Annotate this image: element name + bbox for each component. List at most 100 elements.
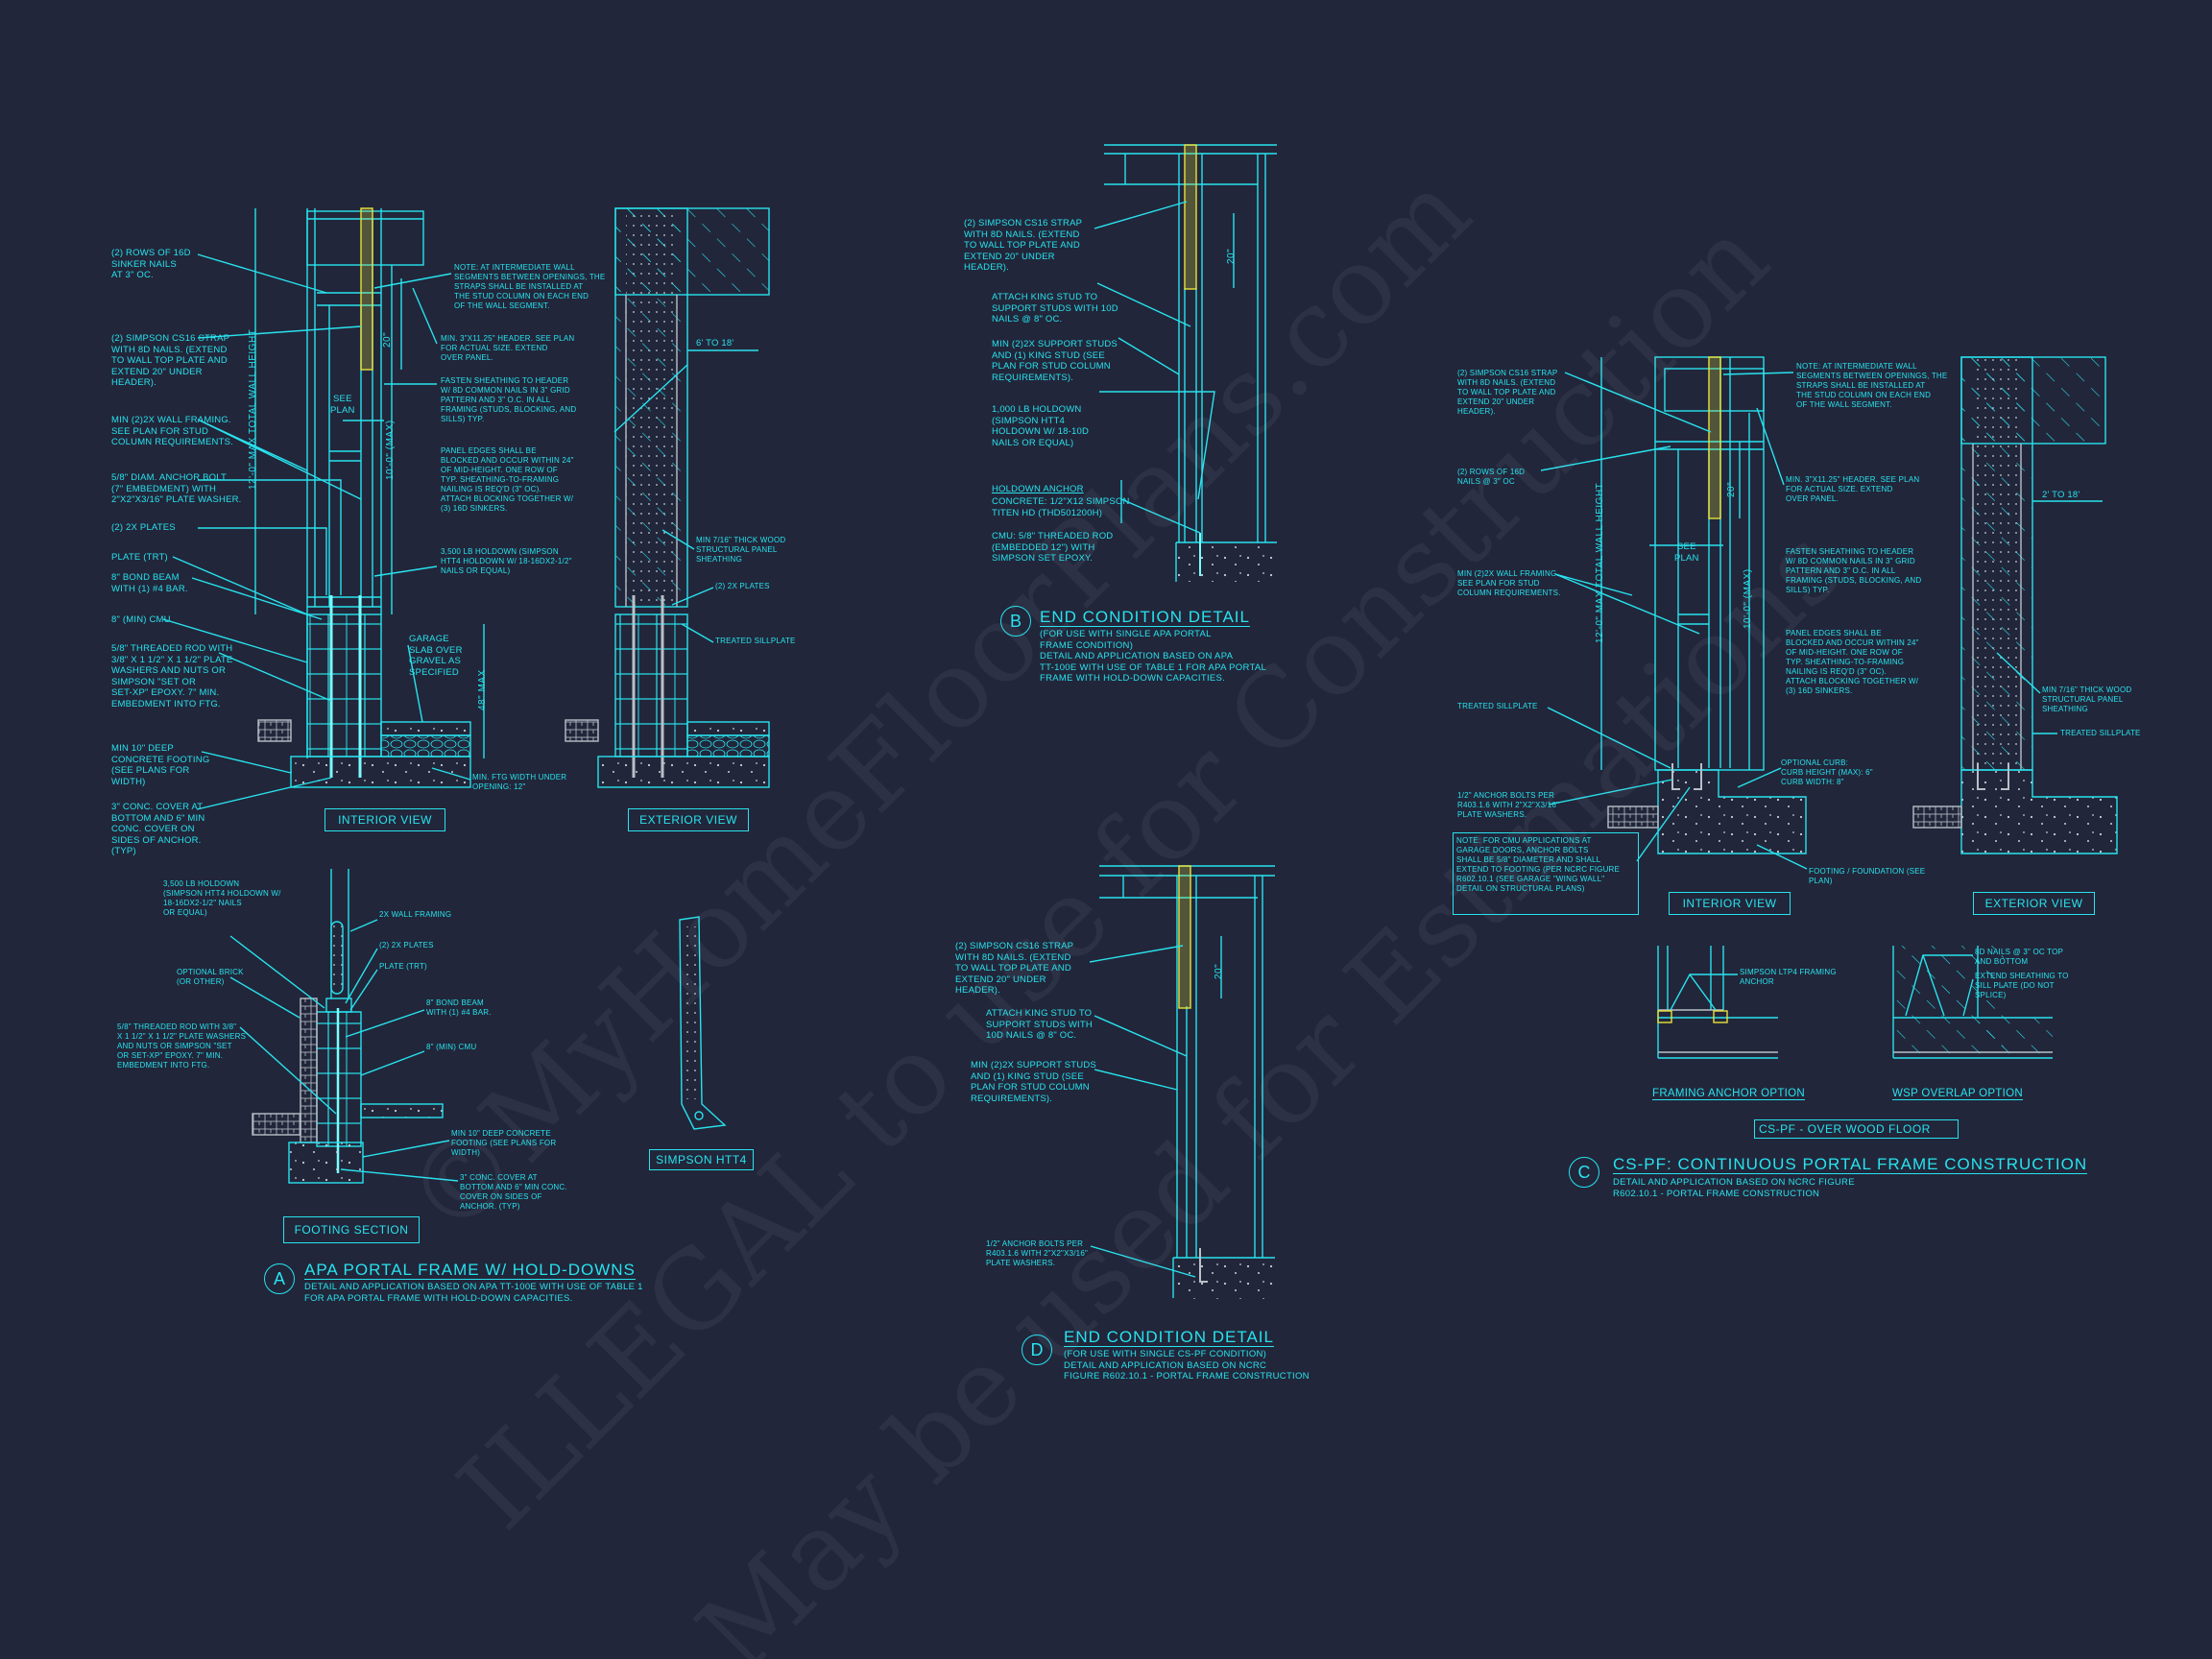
c-note-footing: FOOTING / FOUNDATION (SEE PLAN) (1809, 867, 1926, 885)
note-fasten-sheathing: FASTEN SHEATHING TO HEADER W/ 8d COMMON … (441, 376, 577, 423)
note-cmu: 8" (MIN) CMU (111, 614, 171, 625)
fs-note-holdown: 3,500 LB HOLDOWN (SIMPSON HTT4 HOLDOWN W… (163, 879, 281, 917)
d-note-support-studs: MIN (2)2X SUPPORT STUDS AND (1) KING STU… (971, 1060, 1096, 1104)
c-cmu-note: NOTE: FOR CMU APPLICATIONS AT GARAGE DOO… (1453, 832, 1639, 915)
detail-c-marker: C (1569, 1157, 1599, 1188)
note-garage-slab: GARAGE SLAB OVER GRAVEL AS SPECIFIED (409, 634, 463, 678)
b-note-cs16-strap: (2) SIMPSON CS16 STRAP WITH 8d NAILS. (E… (964, 218, 1083, 274)
note-holdown: 3,500 LB HOLDOWN (SIMPSON HTT4 HOLDOWN W… (441, 547, 572, 575)
detail-d-drawing (1089, 865, 1275, 1299)
c-note-wall-framing: MIN (2)2X WALL FRAMING. SEE PLAN FOR STU… (1457, 569, 1561, 597)
note-concrete-cover: 3" CONC. COVER AT BOTTOM AND 6" MIN CONC… (111, 802, 205, 857)
fs-note-threaded-rod: 5/8" THREADED ROD WITH 3/8" x 1 1/2" x 1… (117, 1022, 247, 1070)
simpson-htt4-drawing (679, 916, 727, 1130)
note-header: MIN. 3"x11.25" HEADER. SEE PLAN FOR ACTU… (441, 334, 575, 362)
detail-d-marker: D (1022, 1334, 1052, 1365)
c-note-panel-edges: PANEL EDGES SHALL BE BLOCKED AND OCCUR W… (1786, 629, 1919, 695)
note-panel-edges: PANEL EDGES SHALL BE BLOCKED AND OCCUR W… (441, 446, 574, 513)
b-note-king-stud: ATTACH KING STUD TO SUPPORT STUDS WITH 1… (992, 292, 1118, 325)
note-intermediate-wall: NOTE: AT INTERMEDIATE WALL SEGMENTS BETW… (454, 263, 606, 310)
note-sinker-nails: (2) ROWS OF 16d SINKER NAILS AT 3" OC. (111, 248, 191, 281)
b-note-holdown: 1,000 LB HOLDOWN (SIMPSON HTT4 HOLDOWN W… (992, 404, 1090, 448)
dim-strap: 20" (382, 331, 393, 348)
c-note-rows-16d: (2) ROWS OF 16d NAILS @ 3" OC (1457, 468, 1526, 486)
fs-note-optional-brick: OPTIONAL BRICK (OR OTHER) (177, 968, 244, 986)
dim-6-to-18: 6' TO 18' (696, 338, 734, 349)
dim-48-max: 48" MAX (477, 669, 488, 710)
exterior-view-label: EXTERIOR VIEW (628, 808, 749, 831)
b-dim-strap: 20" (1226, 248, 1237, 264)
detail-a-exterior-drawing (565, 207, 770, 788)
note-threaded-rod: 5/8" THREADED ROD WITH 3/8" x 1 1/2" x 1… (111, 643, 233, 709)
fs-note-plate-trt: PLATE (TRT) (379, 962, 427, 971)
note-extend-sheathing: EXTEND SHEATHING TO SILL PLATE (DO NOT S… (1975, 972, 2069, 999)
b-note-support-studs: MIN (2)2X SUPPORT STUDS AND (1) KING STU… (992, 339, 1118, 383)
wsp-overlap-option-label: WSP OVERLAP OPTION (1892, 1088, 2023, 1100)
c-exterior-view-label: EXTERIOR VIEW (1973, 892, 2095, 915)
d-note-cs16-strap: (2) SIMPSON CS16 STRAP WITH 8d NAILS. (E… (955, 941, 1074, 997)
fs-note-cmu: 8" (MIN) CMU (426, 1043, 477, 1051)
c-note-treated-sillplate: TREATED SILLPLATE (1457, 702, 1538, 710)
detail-d-description: (FOR USE WITH SINGLE CS-PF CONDITION) DE… (1064, 1349, 1310, 1382)
footing-section-drawing (229, 869, 459, 1184)
simpson-htt4-label: SIMPSON HTT4 (649, 1149, 754, 1170)
note-2x-plates: (2) 2x PLATES (111, 522, 176, 533)
detail-b-description: (FOR USE WITH SINGLE APA PORTAL FRAME CO… (1040, 629, 1267, 685)
c-note-cs16-strap: (2) SIMPSON CS16 STRAP WITH 8d NAILS. (E… (1457, 369, 1558, 416)
b-note-cmu-rod: CMU: 5/8" THREADED ROD (EMBEDDED 12") WI… (992, 531, 1114, 565)
note-ext-2x-plates: (2) 2x PLATES (715, 582, 770, 590)
c-note-fasten-sheathing: FASTEN SHEATHING TO HEADER W/ 8d COMMON … (1786, 547, 1922, 594)
note-bond-beam: 8" BOND BEAM WITH (1) #4 BAR. (111, 572, 188, 594)
d-note-anchor-bolts: 1/2" ANCHOR BOLTS PER R403.1.6 WITH 2"x2… (986, 1239, 1089, 1267)
b-holdown-anchor-heading: HOLDOWN ANCHOR (992, 484, 1084, 494)
interior-view-label: INTERIOR VIEW (325, 808, 445, 831)
c-dim-wall-height: 10'-0" (MAX) (1743, 568, 1753, 629)
c-interior-view-label: INTERIOR VIEW (1669, 892, 1791, 915)
note-plate-trt: PLATE (TRT) (111, 552, 168, 563)
dim-total-wall-height: 12'-0" MAX TOTAL WALL HEIGHT (248, 328, 258, 490)
note-treated-sillplate: TREATED SILLPLATE (715, 637, 796, 645)
c-dim-strap: 20" (1726, 481, 1737, 497)
detail-b-title: END CONDITION DETAIL (1040, 608, 1250, 627)
note-wood-sheathing: MIN 7/16" THICK WOOD STRUCTURAL PANEL SH… (696, 536, 786, 564)
over-wood-floor-label: CS-PF - OVER WOOD FLOOR (1754, 1119, 1959, 1139)
d-dim-strap: 20" (1214, 963, 1224, 979)
c-note-ext-sillplate: TREATED SILLPLATE (2060, 729, 2141, 737)
detail-b-drawing (1094, 144, 1277, 582)
footing-section-label: FOOTING SECTION (283, 1216, 420, 1243)
note-concrete-footing: MIN 10" DEEP CONCRETE FOOTING (SEE PLANS… (111, 743, 210, 787)
wsp-overlap-option-drawing (1892, 946, 2053, 1059)
c-dim-total-wall-height: 12'-0" MAX TOTAL WALL HEIGHT (1595, 482, 1605, 643)
detail-c-title: CS-PF: CONTINUOUS PORTAL FRAME CONSTRUCT… (1613, 1155, 2088, 1174)
fs-note-footing: MIN 10" DEEP CONCRETE FOOTING (SEE PLANS… (451, 1129, 557, 1157)
detail-a-marker: A (264, 1263, 295, 1294)
framing-anchor-option-label: FRAMING ANCHOR OPTION (1652, 1088, 1806, 1100)
fs-note-wall-framing: 2X WALL FRAMING (379, 910, 452, 919)
d-note-king-stud: ATTACH KING STUD TO SUPPORT STUDS WITH 1… (986, 1008, 1093, 1042)
c-note-intermediate-wall: NOTE: AT INTERMEDIATE WALL SEGMENTS BETW… (1796, 362, 1948, 409)
note-min-ftg-width: MIN. FTG WIDTH UNDER OPENING: 12" (472, 773, 567, 791)
c-dim-2-to-18: 2' TO 18' (2042, 490, 2080, 500)
c-note-header: MIN. 3"x11.25" HEADER. SEE PLAN FOR ACTU… (1786, 475, 1920, 503)
c-dim-see-plan: SEE PLAN (1674, 541, 1699, 564)
c-note-anchor-bolts: 1/2" ANCHOR BOLTS PER R403.1.6 WITH 2"x2… (1457, 791, 1560, 819)
detail-d-title: END CONDITION DETAIL (1064, 1328, 1274, 1347)
detail-c-description: DETAIL AND APPLICATION BASED ON NCRC FIG… (1613, 1177, 1855, 1199)
detail-c-exterior-drawing (1912, 356, 2118, 854)
framing-anchor-option-drawing (1657, 946, 1778, 1059)
dim-wall-height: 10'-0" (MAX) (385, 420, 396, 480)
note-ltp4-anchor: SIMPSON LTP4 FRAMING ANCHOR (1740, 968, 1837, 986)
dim-see-plan: SEE PLAN (330, 394, 355, 416)
fs-note-2x-plates: (2) 2x PLATES (379, 941, 434, 950)
fs-note-concrete-cover: 3" CONC. COVER AT BOTTOM AND 6" MIN CONC… (460, 1173, 567, 1211)
note-cs16-strap: (2) SIMPSON CS16 STRAP WITH 8d NAILS. (E… (111, 333, 230, 389)
detail-a-title: APA PORTAL FRAME W/ HOLD-DOWNS (304, 1261, 636, 1280)
c-note-wood-sheathing: MIN 7/16" THICK WOOD STRUCTURAL PANEL SH… (2042, 685, 2132, 713)
detail-a-interior-drawing (162, 207, 485, 810)
detail-b-marker: B (1000, 606, 1031, 637)
c-note-optional-curb: OPTIONAL CURB: CURB HEIGHT (MAX): 6" CUR… (1781, 758, 1873, 786)
note-wall-framing: MIN (2)2X WALL FRAMING. SEE PLAN FOR STU… (111, 415, 233, 448)
b-note-concrete-anchor: CONCRETE: 1/2"x12 SIMPSON TITEN HD (THD5… (992, 496, 1130, 518)
